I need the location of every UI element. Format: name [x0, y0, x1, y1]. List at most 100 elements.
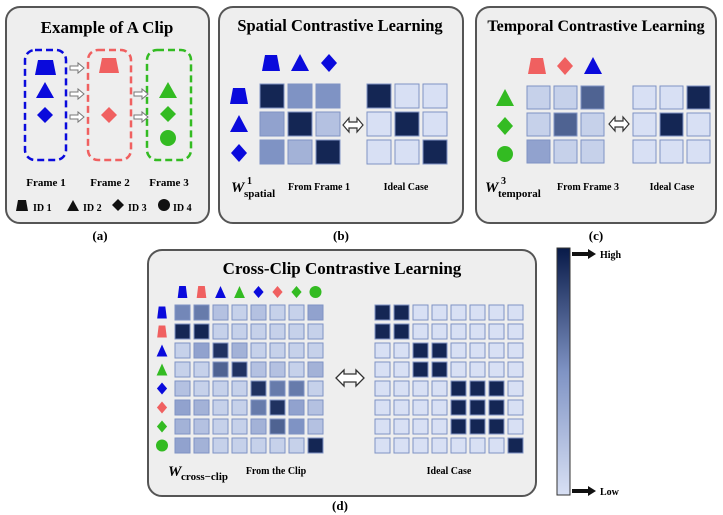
- matrix-cell: [412, 323, 429, 340]
- matrix-cell: [374, 380, 391, 397]
- matrix-cell: [193, 380, 210, 397]
- matrix-cell: [288, 437, 305, 454]
- trapezoid-icon: [230, 88, 248, 104]
- matrix-cell: [307, 361, 324, 378]
- arrow-right-icon: [572, 249, 596, 259]
- diamond-icon: [291, 286, 302, 298]
- matrix-cell: [507, 418, 524, 435]
- matrix-cell: [374, 418, 391, 435]
- diamond-icon: [156, 401, 168, 414]
- matrix-cell: [507, 323, 524, 340]
- matrix-cell: [193, 323, 210, 340]
- matrix-cell: [469, 437, 486, 454]
- triangle-icon: [36, 82, 54, 98]
- matrix-cell: [212, 342, 229, 359]
- matrix-cell: [469, 418, 486, 435]
- bidirectional-arrow-icon: [335, 368, 365, 388]
- trapezoid-icon: [99, 58, 119, 73]
- matrix-cell: [366, 111, 392, 137]
- matrix-cell: [259, 139, 285, 165]
- panel-b-title: Spatial Contrastive Learning: [237, 16, 443, 35]
- matrix-cell: [507, 399, 524, 416]
- diamond-icon: [231, 144, 247, 162]
- matrix-cell: [393, 418, 410, 435]
- frame-label: Frame 1: [26, 177, 65, 189]
- matrix-cell: [231, 399, 248, 416]
- matrix-cell: [307, 399, 324, 416]
- matrix-cell: [526, 139, 551, 164]
- matrix-cell: [393, 399, 410, 416]
- frame-1-box: [23, 48, 68, 162]
- colorbar-high-label: High: [600, 250, 622, 261]
- matrix-cell: [686, 85, 711, 110]
- matrix-cell: [288, 323, 305, 340]
- triangle-icon: [156, 363, 168, 376]
- matrix-cell: [526, 112, 551, 137]
- triangle-icon: [291, 54, 309, 71]
- w-spatial-sub: spatial: [244, 188, 275, 200]
- circle-icon: [497, 146, 513, 162]
- matrix-cell: [374, 437, 391, 454]
- matrix-cell: [431, 437, 448, 454]
- matrix-cell: [488, 399, 505, 416]
- matrix-cell: [366, 83, 392, 109]
- matrix-cell: [580, 112, 605, 137]
- diamond-icon: [321, 54, 337, 72]
- triangle-icon: [234, 286, 245, 298]
- diamond-icon: [156, 420, 168, 433]
- bidirectional-arrow-icon: [342, 116, 364, 134]
- diamond-icon: [112, 199, 124, 211]
- matrix-cell: [288, 380, 305, 397]
- similarity-matrix: [259, 83, 341, 165]
- w-cross-clip-label: W: [168, 464, 183, 480]
- matrix-cell: [269, 418, 286, 435]
- triangle-icon: [584, 57, 602, 74]
- matrix-cell: [374, 304, 391, 321]
- panel-a-caption: (a): [92, 228, 107, 243]
- matrix-cell: [488, 380, 505, 397]
- trapezoid-icon: [262, 55, 280, 71]
- from-label: From the Clip: [246, 466, 307, 477]
- triangle-icon: [67, 200, 79, 211]
- matrix-cell: [269, 380, 286, 397]
- matrix-cell: [488, 418, 505, 435]
- matrix-cell: [431, 342, 448, 359]
- matrix-cell: [488, 323, 505, 340]
- matrix-cell: [507, 380, 524, 397]
- matrix-cell: [307, 437, 324, 454]
- panel-d: Cross-Clip Contrastive Learning W cross−…: [147, 249, 537, 513]
- legend-label: ID 2: [83, 203, 102, 214]
- similarity-matrix: [174, 304, 324, 454]
- matrix-cell: [250, 323, 267, 340]
- matrix-cell: [250, 361, 267, 378]
- matrix-cell: [450, 418, 467, 435]
- w-spatial-sup: 1: [247, 176, 252, 187]
- diamond-icon: [101, 107, 117, 123]
- ideal-matrix: [366, 83, 448, 165]
- matrix-cell: [488, 361, 505, 378]
- matrix-cell: [412, 342, 429, 359]
- matrix-cell: [422, 111, 448, 137]
- trapezoid-icon: [157, 306, 167, 319]
- panel-b-caption: (b): [333, 228, 349, 243]
- matrix-cell: [193, 418, 210, 435]
- matrix-cell: [259, 111, 285, 137]
- panel-c: Temporal Contrastive Learning W 3 tempor…: [475, 6, 717, 243]
- matrix-cell: [580, 85, 605, 110]
- matrix-cell: [212, 323, 229, 340]
- matrix-cell: [431, 399, 448, 416]
- matrix-cell: [212, 418, 229, 435]
- matrix-cell: [469, 323, 486, 340]
- matrix-cell: [394, 83, 420, 109]
- matrix-cell: [174, 342, 191, 359]
- row-shapes: [156, 306, 168, 452]
- matrix-cell: [231, 342, 248, 359]
- panel-a-title: Example of A Clip: [41, 18, 174, 37]
- w-spatial-label: W: [231, 180, 246, 196]
- matrix-cell: [250, 437, 267, 454]
- matrix-cell: [659, 85, 684, 110]
- panel-b: Spatial Contrastive Learning W 1 spatial…: [218, 6, 464, 243]
- legend-label: ID 1: [33, 203, 52, 214]
- matrix-cell: [374, 342, 391, 359]
- trapezoid-icon: [177, 286, 188, 298]
